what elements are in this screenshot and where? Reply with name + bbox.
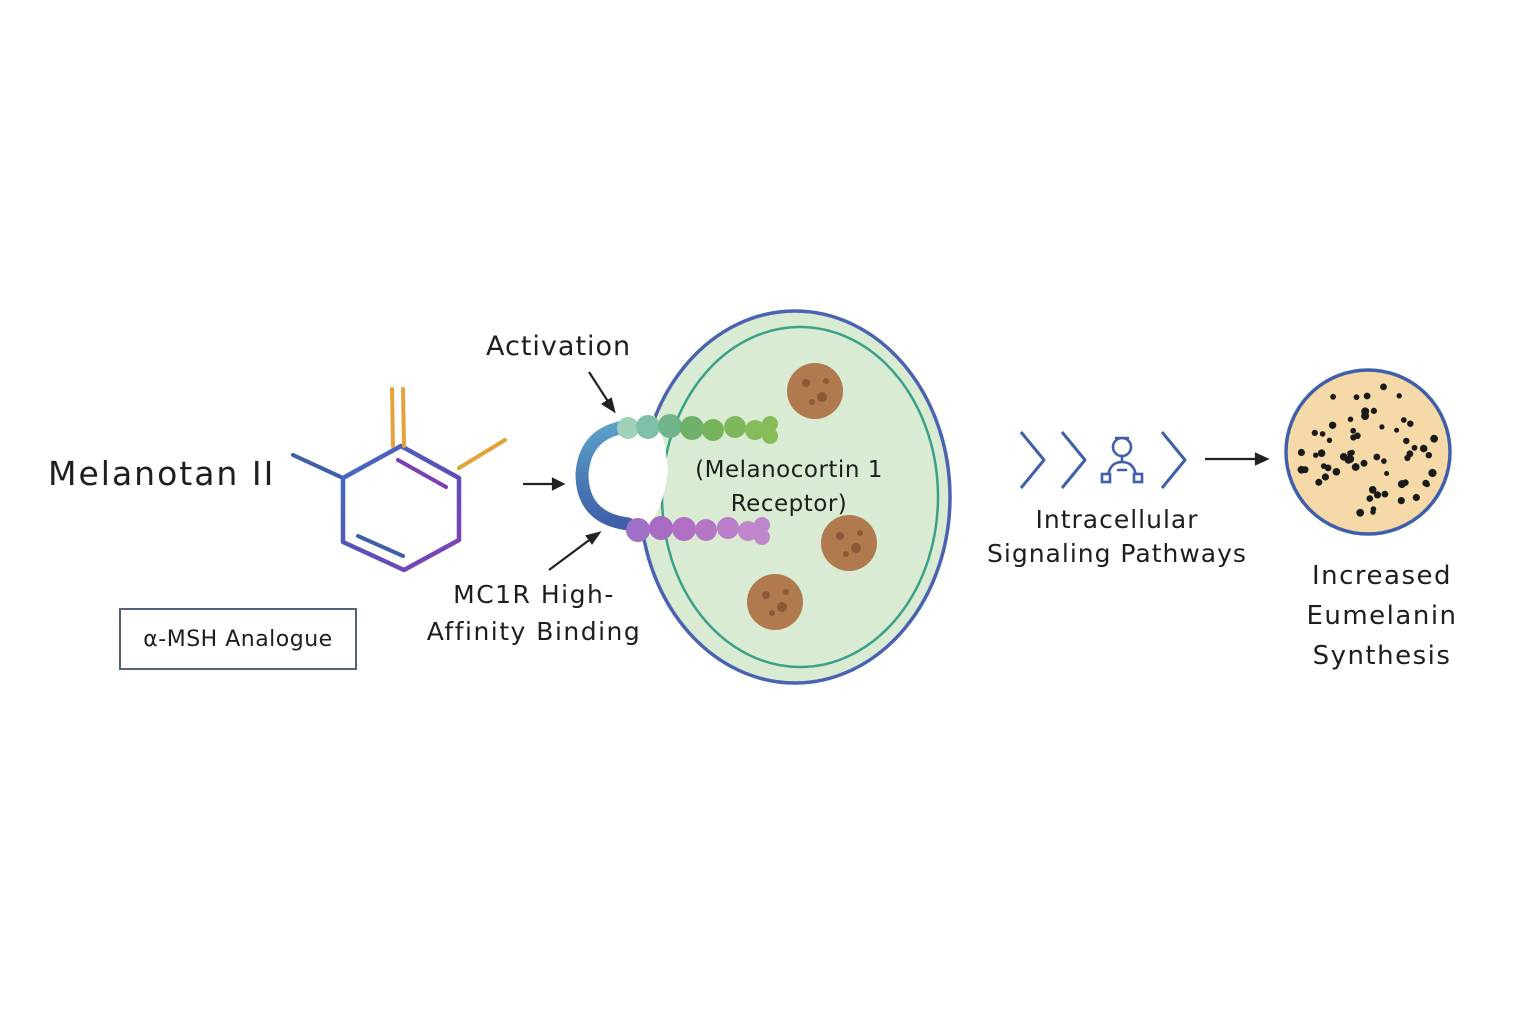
melanin-dot (1379, 424, 1385, 430)
mc1r-receptor-arc (575, 419, 639, 531)
melanin-dot (1311, 429, 1318, 436)
melanosome-granule (821, 515, 877, 571)
chevron-right-icon (1160, 431, 1187, 489)
melanin-dot (1317, 449, 1326, 458)
melanin-dot (1380, 383, 1387, 391)
melanin-dot (1419, 444, 1428, 453)
melanin-dot (1403, 437, 1410, 445)
melanin-dot (1373, 491, 1382, 499)
melanin-dot (1394, 427, 1400, 433)
melanin-dot (1407, 420, 1414, 427)
molecule-inner-bond-top (396, 458, 448, 489)
receptor-label-line: Receptor) (730, 491, 848, 517)
melanin-dot (1297, 448, 1305, 457)
eumelanin-granule-icon (1284, 368, 1452, 536)
melanin-dot (1347, 416, 1354, 423)
molecule-double-bond-b (401, 387, 406, 448)
melanin-dot (1351, 463, 1360, 471)
melanin-dot (1321, 473, 1329, 481)
result-label-line: Increased (1311, 561, 1453, 591)
molecule-methyl-bond (457, 438, 507, 470)
melanin-dot (1356, 508, 1365, 517)
binding-label-line: MC1R High- (453, 580, 615, 609)
melanin-dot (1339, 453, 1348, 461)
pathway-label-line: Intracellular (1035, 505, 1199, 534)
melanin-dot (1347, 450, 1354, 457)
melanin-dot (1330, 393, 1336, 400)
melanin-dot (1370, 407, 1377, 414)
result-label-line: Synthesis (1312, 641, 1452, 671)
drug-name-label: Melanotan II (48, 454, 276, 493)
melanocyte-cell (575, 309, 952, 685)
chevron-right-icon (1060, 431, 1087, 489)
melanin-dot (1313, 452, 1319, 458)
melanin-dot (1350, 434, 1357, 441)
melanin-dot (1428, 468, 1437, 478)
melanin-dot (1361, 407, 1370, 416)
melanosome-granule (787, 363, 843, 419)
melanin-dot (1297, 465, 1306, 474)
melanin-dot (1315, 478, 1323, 486)
binding-label-line: Affinity Binding (426, 617, 642, 646)
melanin-dot (1381, 458, 1387, 464)
melanin-dot (1425, 452, 1433, 459)
melanin-dot (1346, 454, 1355, 464)
pathway-label: Intracellular Signaling Pathways (962, 503, 1272, 571)
melanin-dot (1324, 464, 1332, 472)
melanin-dot (1406, 450, 1414, 458)
melanin-dot (1397, 497, 1405, 505)
molecule-inner-bond-bottom (356, 534, 405, 558)
receptor-chain-purple (626, 516, 770, 545)
melanin-dot (1363, 392, 1371, 400)
receptor-label-line: (Melanocortin 1 (695, 457, 883, 483)
drug-class-box: α-MSH Analogue (119, 608, 357, 670)
binding-label: MC1R High- Affinity Binding (403, 576, 665, 650)
melanin-dot (1360, 459, 1368, 467)
arrow-to-receptor-icon (523, 477, 566, 491)
melanin-dot (1350, 427, 1357, 434)
molecule-double-bond-a (390, 387, 395, 448)
arrow-to-result-icon (1205, 452, 1270, 466)
result-label: Increased Eumelanin Synthesis (1282, 556, 1482, 676)
molecule-ring (340, 443, 462, 573)
melanin-dot (1381, 490, 1389, 498)
melanin-dot (1319, 431, 1326, 437)
melanin-dot (1326, 437, 1333, 443)
receptor-label: (Melanocortin 1 Receptor) (664, 453, 914, 521)
melanin-dot (1396, 393, 1402, 399)
melanin-dot (1412, 493, 1420, 502)
melanin-dot (1384, 471, 1390, 476)
molecule-side-bond (291, 453, 345, 480)
drug-class-label: α-MSH Analogue (143, 626, 333, 652)
melanin-dot (1402, 479, 1409, 486)
melanin-dot (1353, 394, 1360, 401)
chevron-right-icon (1019, 431, 1046, 489)
melanin-dot (1424, 481, 1430, 488)
activation-label: Activation (486, 331, 632, 362)
melanin-dot (1373, 453, 1381, 461)
melanin-dot (1370, 509, 1376, 515)
melanin-dot (1400, 417, 1407, 423)
melanin-dot (1368, 486, 1377, 494)
signaling-network-icon (1100, 436, 1144, 484)
melanin-dot (1430, 434, 1438, 443)
activation-pointer-icon (588, 371, 616, 414)
receptor-pocket (592, 410, 668, 530)
receptor-chain-green (617, 414, 778, 444)
result-label-line: Eumelanin (1306, 601, 1458, 631)
melanin-dot (1332, 468, 1341, 476)
melanin-dot (1411, 444, 1418, 451)
molecule-structure-icon (291, 387, 507, 573)
melanosome-granule (747, 574, 803, 630)
melanin-dot (1366, 495, 1374, 502)
pathway-label-line: Signaling Pathways (987, 539, 1247, 568)
melanin-dot (1328, 421, 1337, 429)
binding-pointer-icon (548, 531, 602, 571)
